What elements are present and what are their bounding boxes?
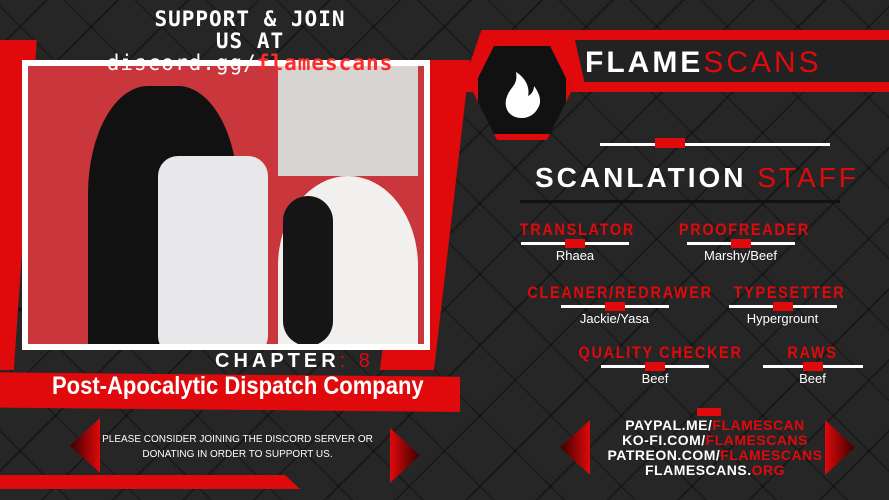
role-title: PROOFREADER <box>678 220 810 239</box>
link-suffix: FLAMESCANS <box>720 447 823 463</box>
link-prefix: PAYPAL.ME/ <box>625 417 713 433</box>
red-stripe-bottom <box>0 475 300 489</box>
role-name: Marshy/Beef <box>704 248 777 263</box>
role-cleaner: CLEANER/REDRAWER Jackie/Yasa <box>512 283 717 326</box>
support-banner: SUPPORT & JOIN US AT discord.gg/flamesca… <box>80 8 420 74</box>
support-prefix: US AT <box>215 29 285 53</box>
support-links: PAYPAL.ME/FLAMESCAN KO-FI.COM/FLAMESCANS… <box>590 418 840 478</box>
patreon-link[interactable]: PATREON.COM/FLAMESCANS <box>590 448 840 463</box>
role-title: QUALITY CHECKER <box>578 343 743 362</box>
link-suffix: FLAMESCAN <box>712 417 805 433</box>
role-name: Beef <box>641 371 669 386</box>
support-discord[interactable]: US AT discord.gg/flamescans <box>80 30 420 74</box>
staff-heading-part1: SCANLATION <box>535 162 758 193</box>
links-accent <box>697 408 721 416</box>
chapter-number: 8 <box>358 350 374 372</box>
role-divider <box>686 239 795 248</box>
discord-url[interactable]: discord.gg/ <box>106 51 257 75</box>
role-name: Hypergrount <box>746 311 819 326</box>
brand-plate <box>575 40 889 82</box>
role-title: TYPESETTER <box>733 283 846 302</box>
role-divider <box>762 362 863 371</box>
paypal-link[interactable]: PAYPAL.ME/FLAMESCAN <box>590 418 840 433</box>
link-suffix: ORG <box>751 462 785 478</box>
support-line: SUPPORT & JOIN <box>154 7 346 31</box>
role-raws: RAWS Beef <box>760 343 865 386</box>
cover-art <box>22 60 430 350</box>
brand-part1: FLAME <box>585 46 704 79</box>
role-title: RAWS <box>787 343 838 362</box>
flame-icon <box>505 72 541 118</box>
staff-underline <box>520 200 840 203</box>
link-prefix: FLAMESCANS. <box>644 462 752 478</box>
role-name: Rhaea <box>555 248 595 263</box>
role-divider <box>728 302 837 311</box>
chapter-label: CHAPTER: 8 <box>215 350 374 373</box>
link-prefix: KO-FI.COM/ <box>622 432 706 448</box>
brand-name: FLAMESCANS <box>585 46 822 80</box>
role-divider <box>560 302 669 311</box>
discord-url-name[interactable]: flamescans <box>256 51 394 75</box>
backpack <box>158 156 268 344</box>
girl-hair <box>283 196 333 344</box>
chapter-sep: : <box>339 350 359 372</box>
role-title: CLEANER/REDRAWER <box>527 283 713 302</box>
role-typesetter: TYPESETTER Hypergrount <box>725 283 846 326</box>
link-suffix: FLAMESCANS <box>705 432 808 448</box>
staff-heading: SCANLATION STAFF <box>535 162 859 194</box>
divider-accent <box>655 138 685 148</box>
brand-part2: SCANS <box>703 46 822 79</box>
series-title: Post-Apocalytic Dispatch Company <box>52 372 424 400</box>
staff-heading-part2: STAFF <box>757 162 859 193</box>
role-translator: TRANSLATOR Rhaea <box>510 220 640 263</box>
role-divider <box>601 362 709 371</box>
role-name: Jackie/Yasa <box>579 311 650 326</box>
sky <box>278 66 418 176</box>
staff-divider <box>600 143 830 146</box>
link-prefix: PATREON.COM/ <box>607 447 721 463</box>
role-name: Beef <box>799 371 826 386</box>
kofi-link[interactable]: KO-FI.COM/FLAMESCANS <box>590 433 840 448</box>
role-proofreader: PROOFREADER Marshy/Beef <box>668 220 813 263</box>
role-title: TRANSLATOR <box>519 220 635 239</box>
title-banner <box>0 372 460 412</box>
website-link[interactable]: FLAMESCANS.ORG <box>590 463 840 478</box>
role-divider <box>521 239 629 248</box>
role-quality-checker: QUALITY CHECKER Beef <box>565 343 745 386</box>
chapter-text: CHAPTER <box>215 350 340 372</box>
support-note: PLEASE CONSIDER JOINING THE DISCORD SERV… <box>102 434 373 460</box>
